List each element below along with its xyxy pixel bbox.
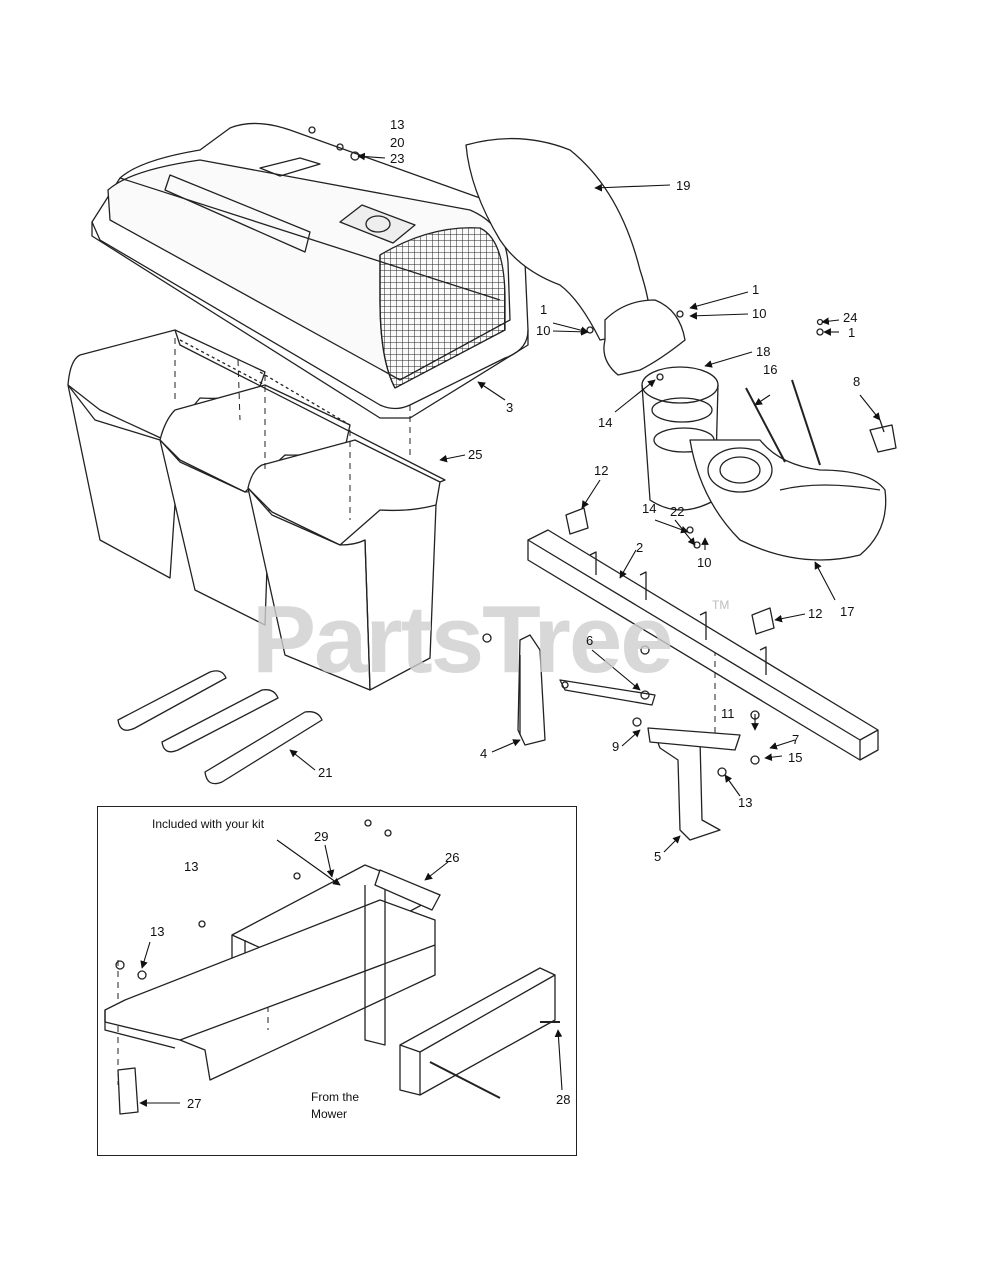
callout-23: 23: [390, 151, 405, 166]
weight-kit: [104, 864, 560, 1115]
callout-8: 8: [853, 374, 861, 389]
callout-19: 19: [676, 178, 691, 193]
callout-1: 1: [848, 325, 856, 340]
chute-adapter: [641, 366, 887, 561]
callout-29: 29: [314, 829, 329, 844]
callout-24: 24: [843, 310, 858, 325]
callout-13: 13: [184, 859, 199, 874]
callout-17: 17: [840, 604, 855, 619]
callout-25: 25: [468, 447, 483, 462]
fasteners: [115, 126, 824, 980]
callout-2: 2: [636, 540, 644, 555]
mower-blades: [117, 670, 323, 785]
callout-12: 12: [808, 606, 823, 621]
watermark: PartsTree: [252, 586, 674, 693]
bagger-cover: [91, 122, 529, 419]
callout-27: 27: [187, 1096, 202, 1111]
callout-10: 10: [536, 323, 551, 338]
note-included-with-kit: Included with your kit: [152, 817, 265, 831]
callout-13: 13: [738, 795, 753, 810]
callout-1: 1: [540, 302, 548, 317]
callout-9: 9: [612, 739, 620, 754]
callout-1: 1: [752, 282, 760, 297]
callout-11: 11: [721, 706, 735, 721]
main-bracket: [527, 529, 879, 761]
callout-14: 14: [642, 501, 657, 516]
callout-28: 28: [556, 1092, 571, 1107]
discharge-chute: [465, 137, 686, 376]
watermark-trademark: TM: [712, 598, 730, 612]
callout-22: 22: [670, 504, 685, 519]
callout-13: 13: [390, 117, 405, 132]
note-from-mower-2: Mower: [311, 1107, 348, 1121]
callout-7: 7: [792, 732, 800, 747]
callout-13: 13: [150, 924, 165, 939]
callout-6: 6: [586, 633, 594, 648]
kit-inset-frame: [97, 806, 577, 1156]
callout-18: 18: [756, 344, 771, 359]
callout-5: 5: [654, 849, 662, 864]
callout-10: 10: [697, 555, 712, 570]
callout-4: 4: [480, 746, 488, 761]
callout-21: 21: [318, 765, 333, 780]
callout-10: 10: [752, 306, 767, 321]
note-from-mower-1: From the: [311, 1090, 360, 1104]
callout-16: 16: [763, 362, 778, 377]
catcher-bags: [67, 329, 446, 691]
callout-14: 14: [598, 415, 613, 430]
callout-15: 15: [788, 750, 803, 765]
callout-26: 26: [445, 850, 460, 865]
callout-20: 20: [390, 135, 405, 150]
callout-12: 12: [594, 463, 609, 478]
callout-3: 3: [506, 400, 514, 415]
